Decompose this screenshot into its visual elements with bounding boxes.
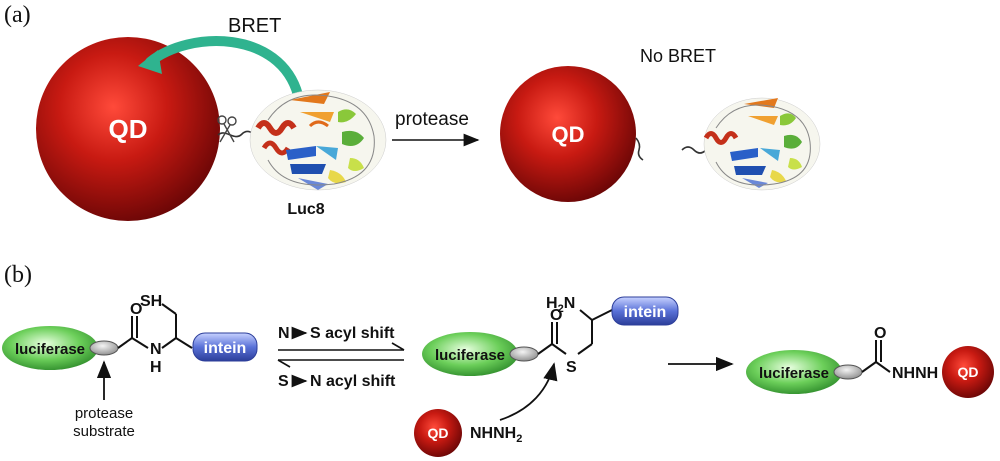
shift-bot-s: S [278, 373, 289, 390]
bret-arrow [145, 36, 303, 100]
intein-label-middle: intein [624, 304, 667, 321]
amide-h-left: H [150, 359, 162, 376]
carbonyl-o-middle: O [550, 307, 562, 324]
protease-substrate-label-2: substrate [73, 423, 135, 440]
shift-bot-label: N acyl shift [310, 373, 396, 390]
qd-sphere-hydrazine [414, 409, 462, 457]
luciferase-label-left: luciferase [15, 341, 85, 358]
no-bret-label: No BRET [640, 46, 716, 66]
qd-sphere-left [36, 37, 220, 221]
bret-label: BRET [228, 15, 281, 37]
thioester-precursor-bonds [117, 303, 193, 349]
nucleophilic-attack-arrow [499, 362, 558, 421]
substrate-ellipse-right [833, 364, 863, 380]
carbonyl-o-left: O [130, 301, 142, 318]
hydrazine-label: NHNH2 [470, 425, 522, 445]
panel-b-label: (b) [4, 262, 32, 288]
luciferase-label-right: luciferase [759, 365, 829, 382]
thioester-bonds [537, 309, 613, 355]
panel-a-label: (a) [4, 2, 31, 28]
qd-label-hydrazine: QD [428, 425, 449, 441]
luciferase-ellipse-middle [422, 332, 518, 376]
luc8-label: Luc8 [287, 201, 324, 218]
bret-arrow-head [138, 50, 162, 74]
qd-label-product: QD [958, 364, 979, 380]
protease-substrate-label-1: protease [75, 405, 133, 422]
thiol-sh-label: SH [140, 293, 162, 310]
qd-linker-stub [635, 137, 644, 161]
thioester-s: S [566, 359, 577, 376]
qd-label-right: QD [552, 122, 585, 147]
qd-sphere-product [942, 346, 994, 398]
intein-box-middle [611, 296, 679, 326]
shift-top-n: N [278, 325, 290, 342]
amine-h-label: H2N [546, 295, 575, 315]
shift-top-label: S acyl shift [310, 325, 395, 342]
carbonyl-o-right: O [874, 325, 886, 342]
luciferase-ellipse-left [2, 326, 98, 370]
qd-label-left: QD [109, 114, 148, 144]
qd-sphere-right [500, 66, 636, 202]
substrate-ellipse-middle [509, 346, 539, 362]
luc8-protein-left [249, 89, 387, 191]
intein-box-left [192, 332, 258, 362]
luc8-protein-right [703, 97, 821, 191]
luciferase-ellipse-right [746, 350, 842, 394]
linker-right [681, 146, 707, 154]
amide-n-left: N [150, 341, 162, 358]
substrate-ellipse-left [89, 340, 119, 356]
hydrazide-label: NHNH [892, 365, 938, 382]
protease-label: protease [395, 109, 469, 130]
scissors-icon [217, 115, 237, 143]
hydrazide-bonds [861, 340, 891, 373]
luciferase-label-middle: luciferase [435, 347, 505, 364]
intein-label-left: intein [204, 340, 247, 357]
